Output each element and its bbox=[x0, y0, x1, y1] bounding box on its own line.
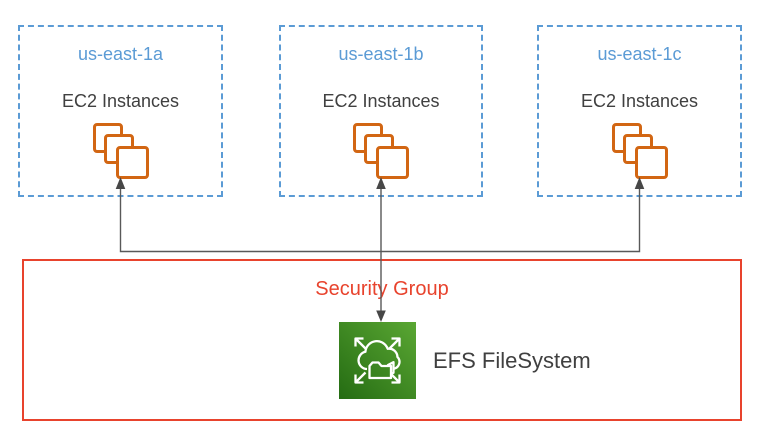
zone-title: us-east-1b bbox=[338, 44, 424, 64]
ec2-instances-icon bbox=[92, 123, 149, 179]
zone-title: us-east-1a bbox=[77, 44, 164, 64]
zone-box-us-east-1a: us-east-1a EC2 Instances bbox=[18, 25, 223, 197]
zone-box-us-east-1c: us-east-1c EC2 Instances bbox=[537, 25, 742, 197]
ec2-instances-label: EC2 Instances bbox=[580, 91, 699, 111]
ec2-square-front bbox=[115, 146, 149, 179]
zone-title: us-east-1c bbox=[597, 44, 682, 64]
ec2-square-front bbox=[376, 146, 409, 179]
zone-box-us-east-1b: us-east-1b EC2 Instances bbox=[279, 25, 483, 197]
efs-filesystem: EFS FileSystem bbox=[339, 322, 591, 399]
ec2-instances-label: EC2 Instances bbox=[322, 91, 440, 111]
ec2-square-front bbox=[634, 146, 668, 179]
ec2-instances-icon bbox=[353, 123, 409, 179]
ec2-instances-icon bbox=[611, 123, 668, 179]
efs-icon bbox=[339, 322, 416, 399]
efs-filesystem-label: EFS FileSystem bbox=[433, 347, 591, 373]
ec2-instances-label: EC2 Instances bbox=[61, 91, 180, 111]
security-group-label: Security Group bbox=[315, 278, 449, 300]
